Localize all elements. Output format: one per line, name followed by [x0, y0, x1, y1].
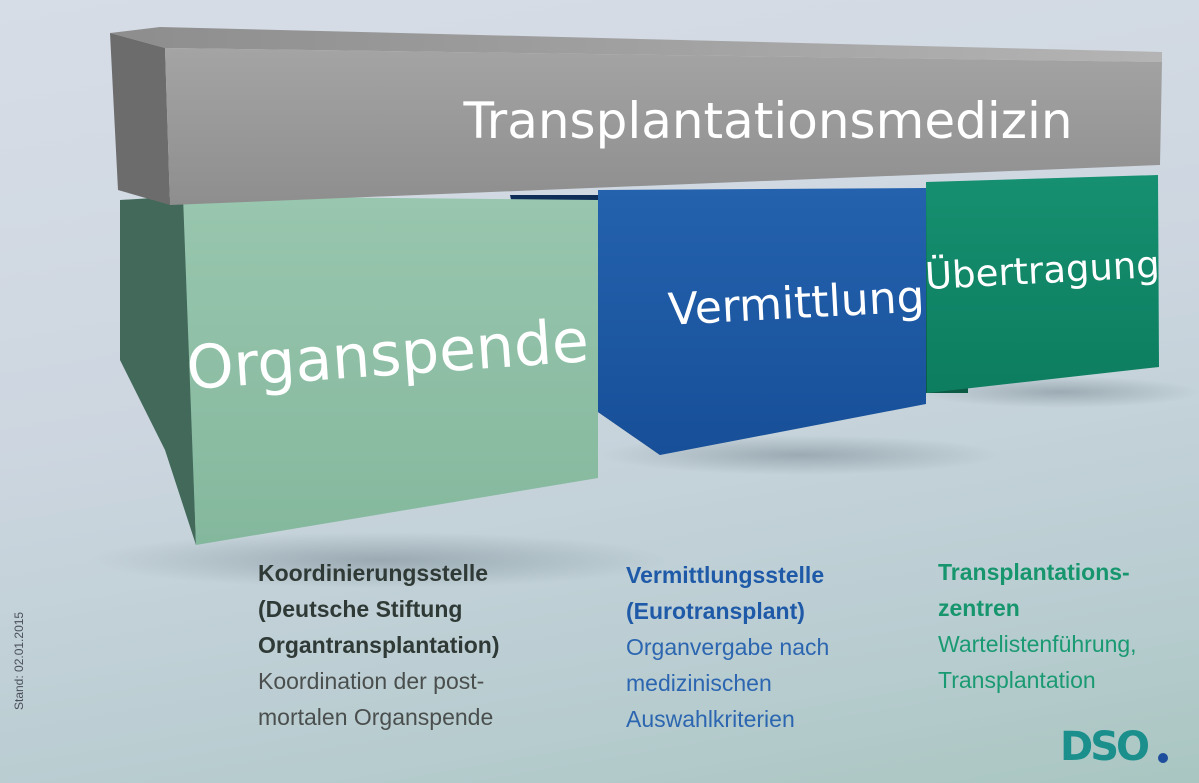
caption-text-line: Transplantation	[938, 667, 1096, 693]
caption-bold-line: Transplantations-	[938, 559, 1130, 585]
dso-logo-dot	[1158, 753, 1168, 763]
stand-date: Stand: 02.01.2015	[12, 611, 26, 710]
caption-text-line: Organvergabe nach	[626, 634, 830, 660]
caption-bold-line: Vermittlungsstelle	[626, 562, 825, 588]
caption-text-line: Auswahlkriterien	[626, 706, 795, 732]
caption-text-line: medizinischen	[626, 670, 772, 696]
caption-text-line: Koordination der post-	[258, 668, 485, 694]
caption-text-line: Wartelistenführung,	[938, 631, 1137, 657]
caption-koordinierungsstelle: Koordinierungsstelle (Deutsche Stiftung …	[258, 555, 598, 735]
block-organspende: Organspende	[120, 196, 598, 545]
caption-bold-line: Organtransplantation)	[258, 632, 500, 658]
caption-bold-line: Koordinierungsstelle	[258, 560, 489, 586]
caption-bold-line: zentren	[938, 595, 1020, 621]
beam-transplantationsmedizin: Transplantationsmedizin	[110, 27, 1162, 205]
block-uebertragung-front	[926, 175, 1159, 393]
block-organspende-front	[183, 196, 598, 545]
caption-bold-line: (Eurotransplant)	[626, 598, 805, 624]
dso-logo: DSO	[1060, 724, 1168, 768]
beam-front-face	[165, 48, 1162, 205]
shadow	[90, 532, 670, 588]
caption-text-line: mortalen Organspende	[258, 704, 494, 730]
beam-top-face	[110, 27, 1162, 62]
beam-title: Transplantationsmedizin	[462, 92, 1072, 150]
dso-logo-text: DSO	[1060, 724, 1148, 768]
beam-left-face	[110, 33, 170, 205]
block-vermittlung-front	[598, 188, 926, 455]
caption-bold-line: (Deutsche Stiftung	[258, 596, 463, 622]
caption-transplantationszentren: Transplantations- zentren Wartelistenfüh…	[938, 554, 1198, 698]
block-organspende-side	[120, 196, 196, 545]
caption-vermittlungsstelle: Vermittlungsstelle (Eurotransplant) Orga…	[626, 557, 906, 737]
